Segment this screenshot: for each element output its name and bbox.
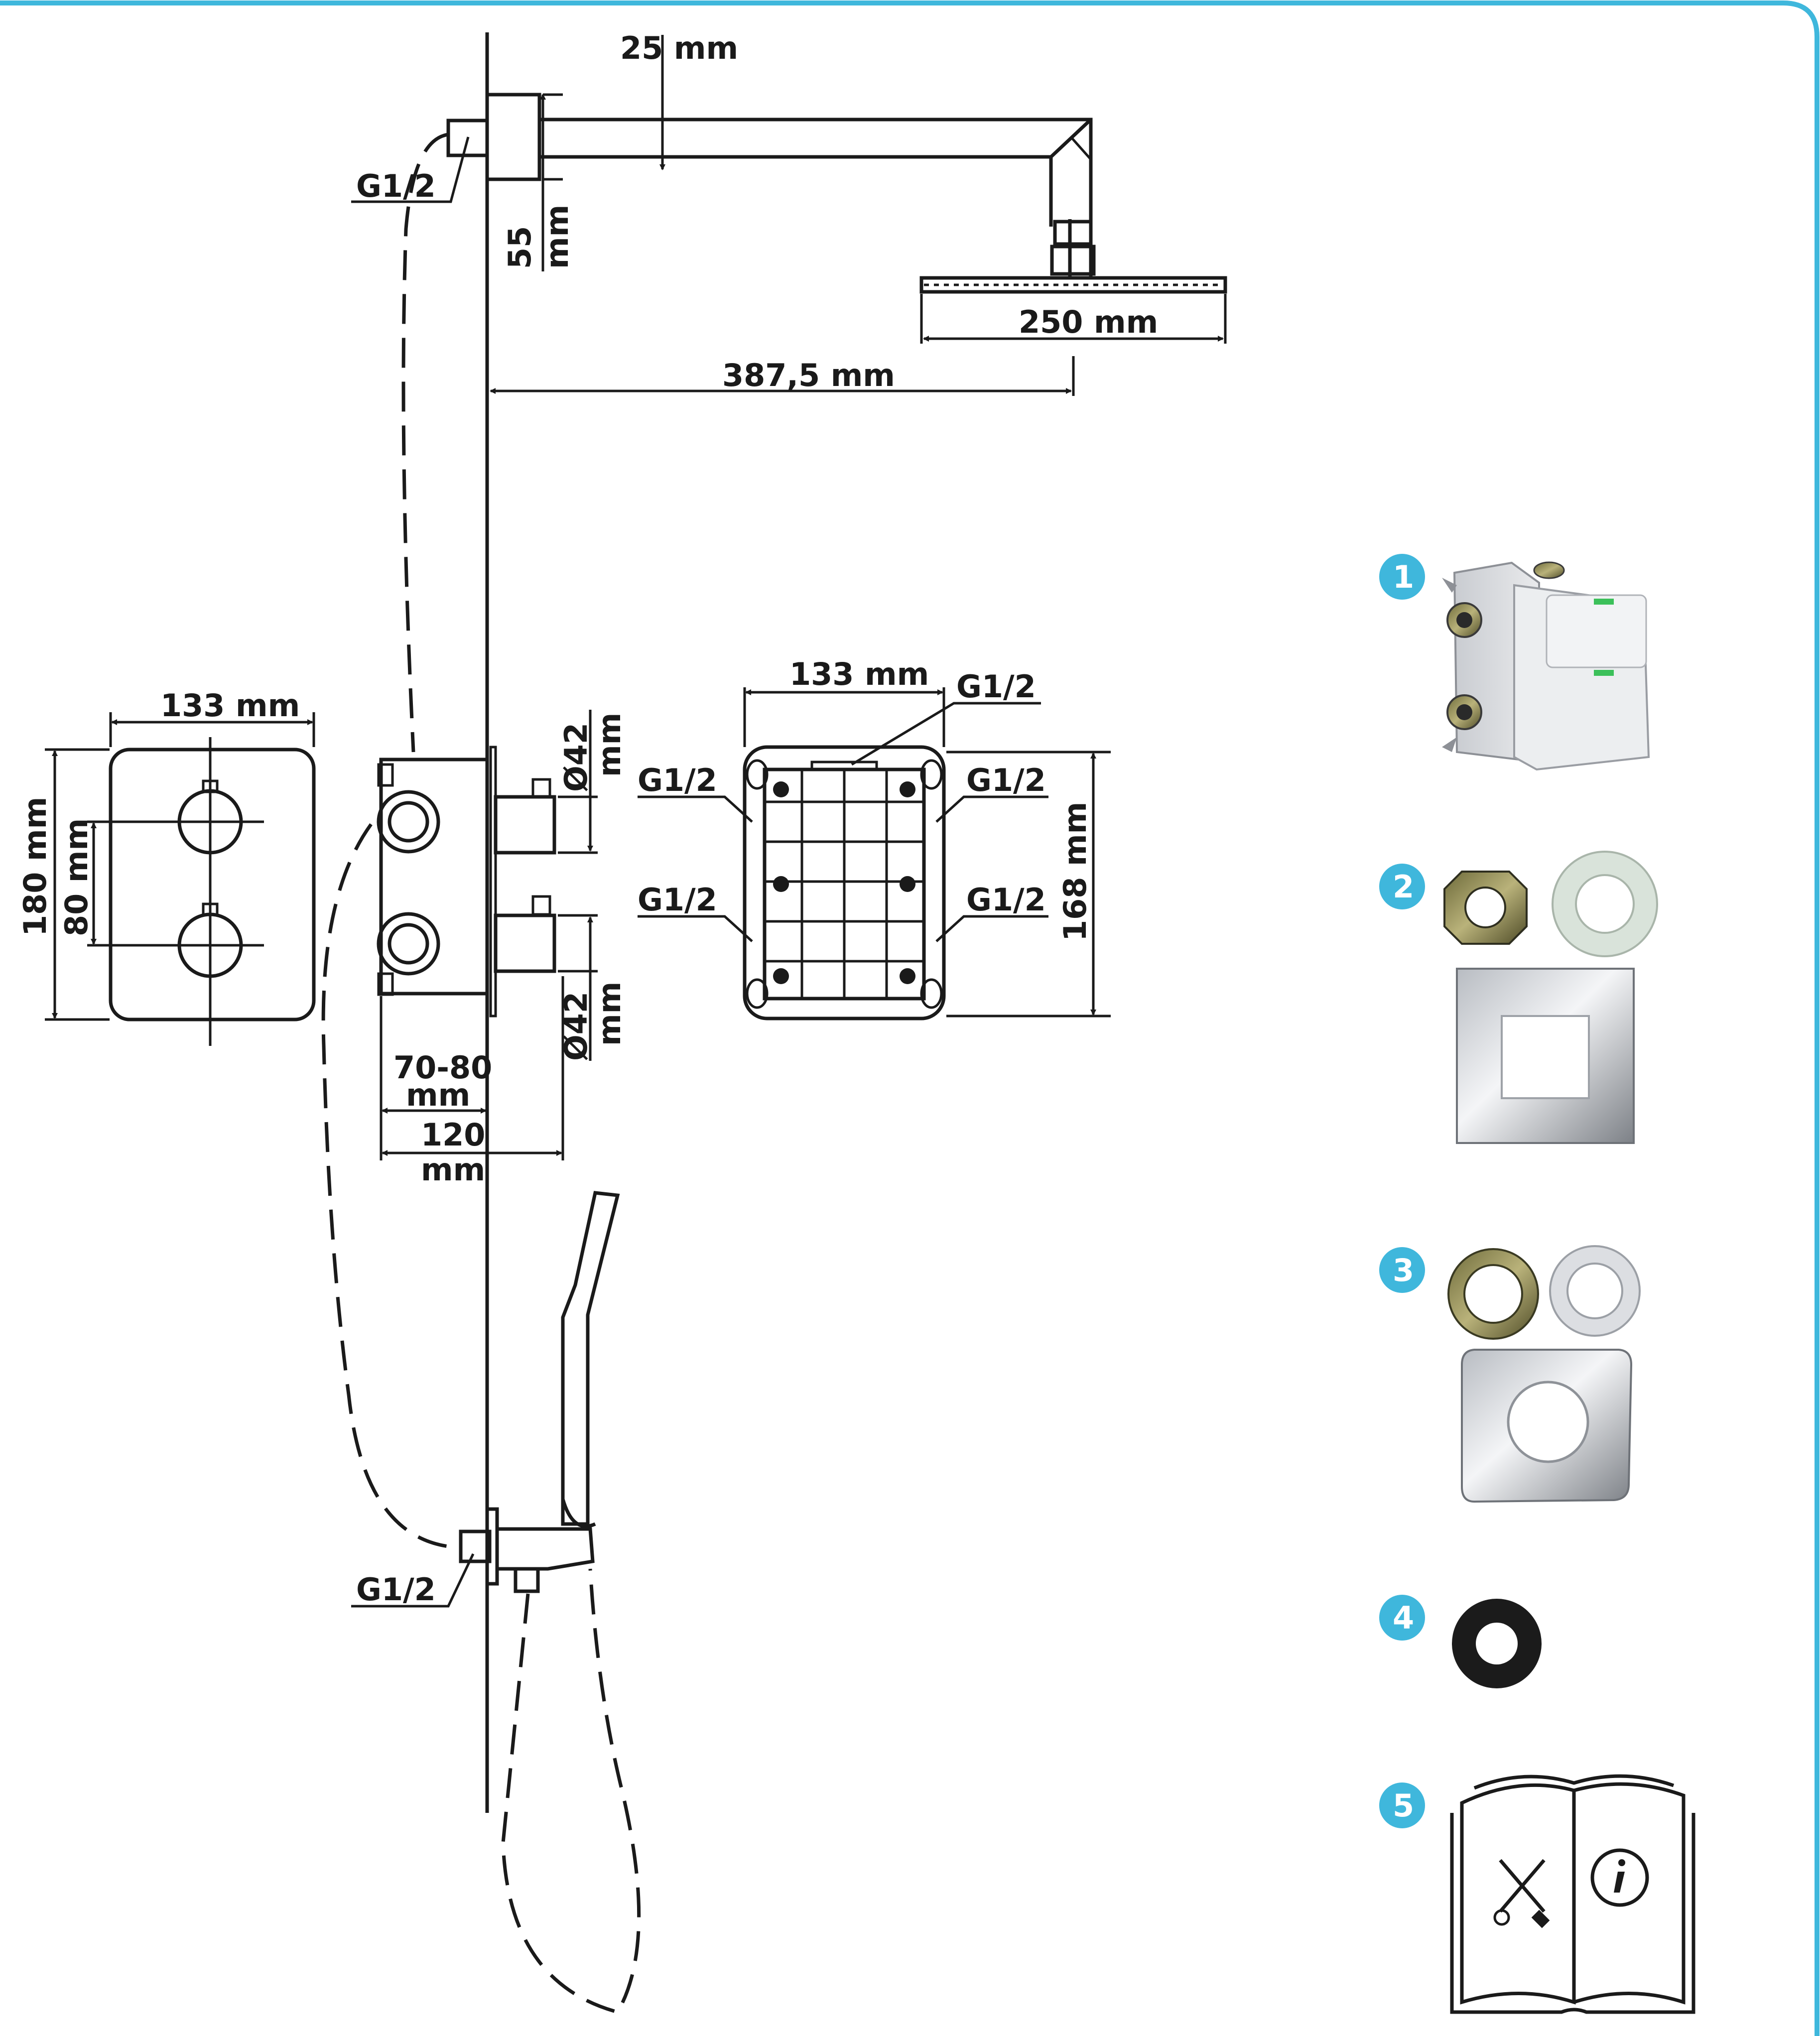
dim-head-width: 250 mm [920, 294, 1227, 344]
part-4-number: 4 [1393, 1600, 1414, 1636]
dim-knob-diameter-top-unit: mm [591, 713, 628, 777]
thread-box-left-lower-label: G1/2 [638, 882, 717, 918]
thread-box-left-lower-callout: G1/2 [638, 882, 753, 942]
dim-plate-height: 180 mm [17, 748, 110, 1021]
dim-arm-reach-label: 387,5 mm [722, 357, 895, 393]
control-plate-front-view [90, 737, 316, 1046]
valve-side-view [377, 746, 556, 1018]
dim-box-width: 133 mm [743, 656, 945, 747]
dim-box-width-label: 133 mm [789, 656, 929, 692]
part-1-number: 1 [1393, 559, 1414, 595]
dim-arm-height-value: 55 [502, 226, 538, 269]
dim-plate-height-label: 180 mm [17, 797, 53, 936]
dim-arm-thickness: 25 mm [620, 30, 738, 170]
dim-depth-total: 120 mm [382, 976, 564, 1188]
part-2: 2 [1379, 851, 1658, 1144]
thread-arm-callout: G1/2 [351, 136, 470, 204]
part-4: 4 [1379, 1595, 1542, 1688]
thread-box-right-lower-label: G1/2 [966, 882, 1046, 918]
instruction-manual-icon [1450, 1774, 1695, 2014]
part-1: 1 [1379, 554, 1650, 771]
rubber-washer-icon [1452, 1599, 1542, 1688]
part-3-badge [1379, 1247, 1425, 1293]
thread-arm-label: G1/2 [356, 168, 436, 204]
dim-arm-height: 55 mm [502, 93, 575, 271]
part-3: 3 [1379, 1245, 1641, 1503]
dim-depth-range-value: 70-80 [393, 1049, 492, 1086]
dim-box-height-label: 168 mm [1057, 802, 1093, 941]
dim-arm-reach: 387,5 mm [490, 356, 1075, 396]
dim-box-height: 168 mm [946, 751, 1111, 1018]
part-3-number: 3 [1393, 1252, 1414, 1288]
thread-hose-outlet-callout: G1/2 [351, 1553, 475, 1608]
part-2-number: 2 [1393, 869, 1414, 905]
thread-box-top-label: G1/2 [956, 668, 1036, 705]
dim-depth-range-unit: mm [406, 1077, 470, 1113]
dim-depth-range: 70-80 mm [380, 996, 492, 1160]
part-5: 5 [1379, 1774, 1695, 2014]
dim-arm-thickness-label: 25 mm [620, 30, 738, 66]
concealed-valve-body-icon [1442, 561, 1650, 771]
dim-depth-total-unit: mm [421, 1151, 485, 1188]
part-1-badge [1379, 554, 1425, 600]
thread-box-right-upper-callout: G1/2 [935, 762, 1048, 823]
dim-plate-width: 133 mm [109, 687, 315, 747]
dim-knob-diameter-top-value: Ø42 [558, 723, 594, 792]
thread-box-top-callout: G1/2 [851, 668, 1041, 766]
thread-hose-outlet-label: G1/2 [356, 1571, 436, 1608]
thread-box-left-upper-label: G1/2 [638, 762, 717, 798]
dim-head-width-label: 250 mm [1019, 304, 1158, 340]
thread-box-right-lower-callout: G1/2 [935, 882, 1048, 942]
dim-knob-diameter-top: Ø42 mm [558, 710, 628, 854]
hand-shower-hose [501, 1568, 641, 2015]
part-2-badge [1379, 864, 1425, 909]
pipe-route-lower [321, 823, 449, 1548]
shower-arm-group [446, 93, 1227, 294]
dim-knob-spacing-label: 80 mm [58, 818, 95, 936]
dim-knob-spacing: 80 mm [58, 818, 100, 947]
round-hole-escutcheon-with-rings-icon [1447, 1245, 1641, 1503]
hand-shower-group [459, 1191, 620, 1593]
mounting-box-front-view [743, 745, 946, 1020]
part-5-number: 5 [1393, 1787, 1414, 1824]
dim-depth-total-value: 120 [421, 1117, 485, 1153]
square-escutcheon-with-rings-icon [1443, 851, 1658, 1144]
dim-arm-height-unit: mm [539, 205, 575, 269]
dim-knob-diameter-bottom-unit: mm [591, 982, 628, 1046]
thread-box-left-upper-callout: G1/2 [638, 762, 753, 823]
pipe-route-upper [401, 132, 449, 753]
part-5-badge [1379, 1782, 1425, 1828]
dim-knob-diameter-bottom: Ø42 mm [558, 914, 628, 1061]
dim-plate-width-label: 133 mm [160, 687, 300, 724]
thread-box-right-upper-label: G1/2 [966, 762, 1046, 798]
part-4-badge [1379, 1595, 1425, 1641]
